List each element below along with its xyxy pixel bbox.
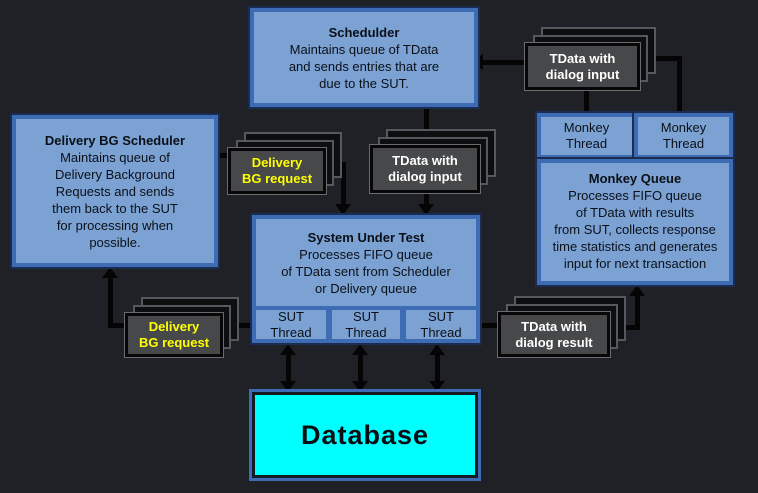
tdata-result-label: TData with dialog result bbox=[498, 312, 610, 357]
arrow-db-down-3 bbox=[429, 381, 445, 392]
line-tdata-result-elbow bbox=[612, 325, 640, 330]
delivery-bg-request-stack-top: Delivery BG request bbox=[228, 132, 342, 194]
line-tdata-center-to-sut bbox=[424, 193, 429, 205]
tdata-input-label: TData with dialog input bbox=[370, 145, 480, 193]
tdata-input-label: TData with dialog input bbox=[525, 43, 640, 90]
delivery-bg-scheduler-description: Maintains queue of Delivery Background R… bbox=[52, 149, 178, 250]
arrow-into-delivery-scheduler bbox=[102, 267, 118, 278]
sut-description: Processes FIFO queue of TData sent from … bbox=[281, 247, 451, 296]
line-delivery-bottom-up bbox=[108, 277, 113, 328]
monkey-thread-2: Monkey Thread bbox=[634, 113, 733, 159]
arrow-db-down-2 bbox=[352, 381, 368, 392]
monkey-thread-1: Monkey Thread bbox=[537, 113, 636, 159]
arrow-db-down-1 bbox=[280, 381, 296, 392]
scheduler-description: Maintains queue of TData and sends entri… bbox=[288, 41, 440, 91]
arrow-into-monkey-queue bbox=[629, 285, 645, 296]
line-sut-db-2 bbox=[358, 353, 363, 383]
monkey-queue-title: Monkey Queue bbox=[588, 171, 682, 186]
database-label: Database bbox=[300, 419, 430, 450]
database-node: Database bbox=[252, 392, 478, 478]
sut-thread-3: SUT Thread bbox=[402, 306, 480, 343]
monkey-thread-label: Monkey Thread bbox=[563, 120, 610, 151]
sut-thread-label: SUT Thread bbox=[420, 308, 462, 340]
line-tdata-top-elbow bbox=[648, 56, 682, 61]
sut-thread-label: SUT Thread bbox=[345, 308, 387, 340]
delivery-bg-request-label: Delivery BG request bbox=[228, 148, 326, 194]
sut-thread-1: SUT Thread bbox=[252, 306, 330, 343]
line-tdata-top-to-monkey-left bbox=[584, 88, 589, 113]
line-tdata-top-to-monkey-right bbox=[677, 56, 682, 113]
scheduler-title: Schedulder bbox=[328, 24, 400, 40]
arrow-db-up-2 bbox=[352, 344, 368, 355]
line-tdata-result-up bbox=[635, 294, 640, 330]
monkey-queue-node: Monkey Queue Processes FIFO queue of TDa… bbox=[537, 159, 733, 285]
monkey-queue-description: Processes FIFO queue of TData with resul… bbox=[552, 188, 718, 271]
delivery-bg-request-label: Delivery BG request bbox=[125, 313, 223, 357]
sut-thread-label: SUT Thread bbox=[270, 308, 312, 340]
line-sut-db-1 bbox=[286, 353, 291, 383]
tdata-input-queue-stack-top: TData with dialog input bbox=[525, 27, 656, 90]
line-sut-to-delivery-bottom bbox=[236, 323, 254, 328]
tdata-input-queue-stack-center: TData with dialog input bbox=[370, 129, 496, 193]
arrow-db-up-3 bbox=[429, 344, 445, 355]
delivery-bg-scheduler-title: Delivery BG Scheduler bbox=[44, 132, 186, 148]
arrow-db-up-1 bbox=[280, 344, 296, 355]
sut-thread-2: SUT Thread bbox=[328, 306, 404, 343]
line-tdata-top-to-scheduler bbox=[483, 60, 527, 65]
line-delivery-top-to-sut bbox=[341, 162, 346, 205]
monkey-thread-label: Monkey Thread bbox=[660, 120, 707, 151]
delivery-bg-scheduler-node: Delivery BG Scheduler Maintains queue of… bbox=[12, 115, 218, 267]
scheduler-node: Schedulder Maintains queue of TData and … bbox=[250, 8, 478, 107]
delivery-bg-request-stack-bottom: Delivery BG request bbox=[125, 297, 239, 357]
line-deliverysched-to-deliverystack bbox=[214, 153, 230, 158]
tdata-result-queue-stack: TData with dialog result bbox=[498, 296, 626, 357]
line-delivery-bottom-left bbox=[108, 323, 127, 328]
line-sut-db-3 bbox=[435, 353, 440, 383]
line-sut-to-tdata-result bbox=[478, 323, 500, 328]
sut-title: System Under Test bbox=[307, 230, 425, 245]
arrow-tdata-center-to-sut bbox=[418, 204, 434, 215]
arrow-delivery-top-to-sut bbox=[335, 204, 351, 215]
